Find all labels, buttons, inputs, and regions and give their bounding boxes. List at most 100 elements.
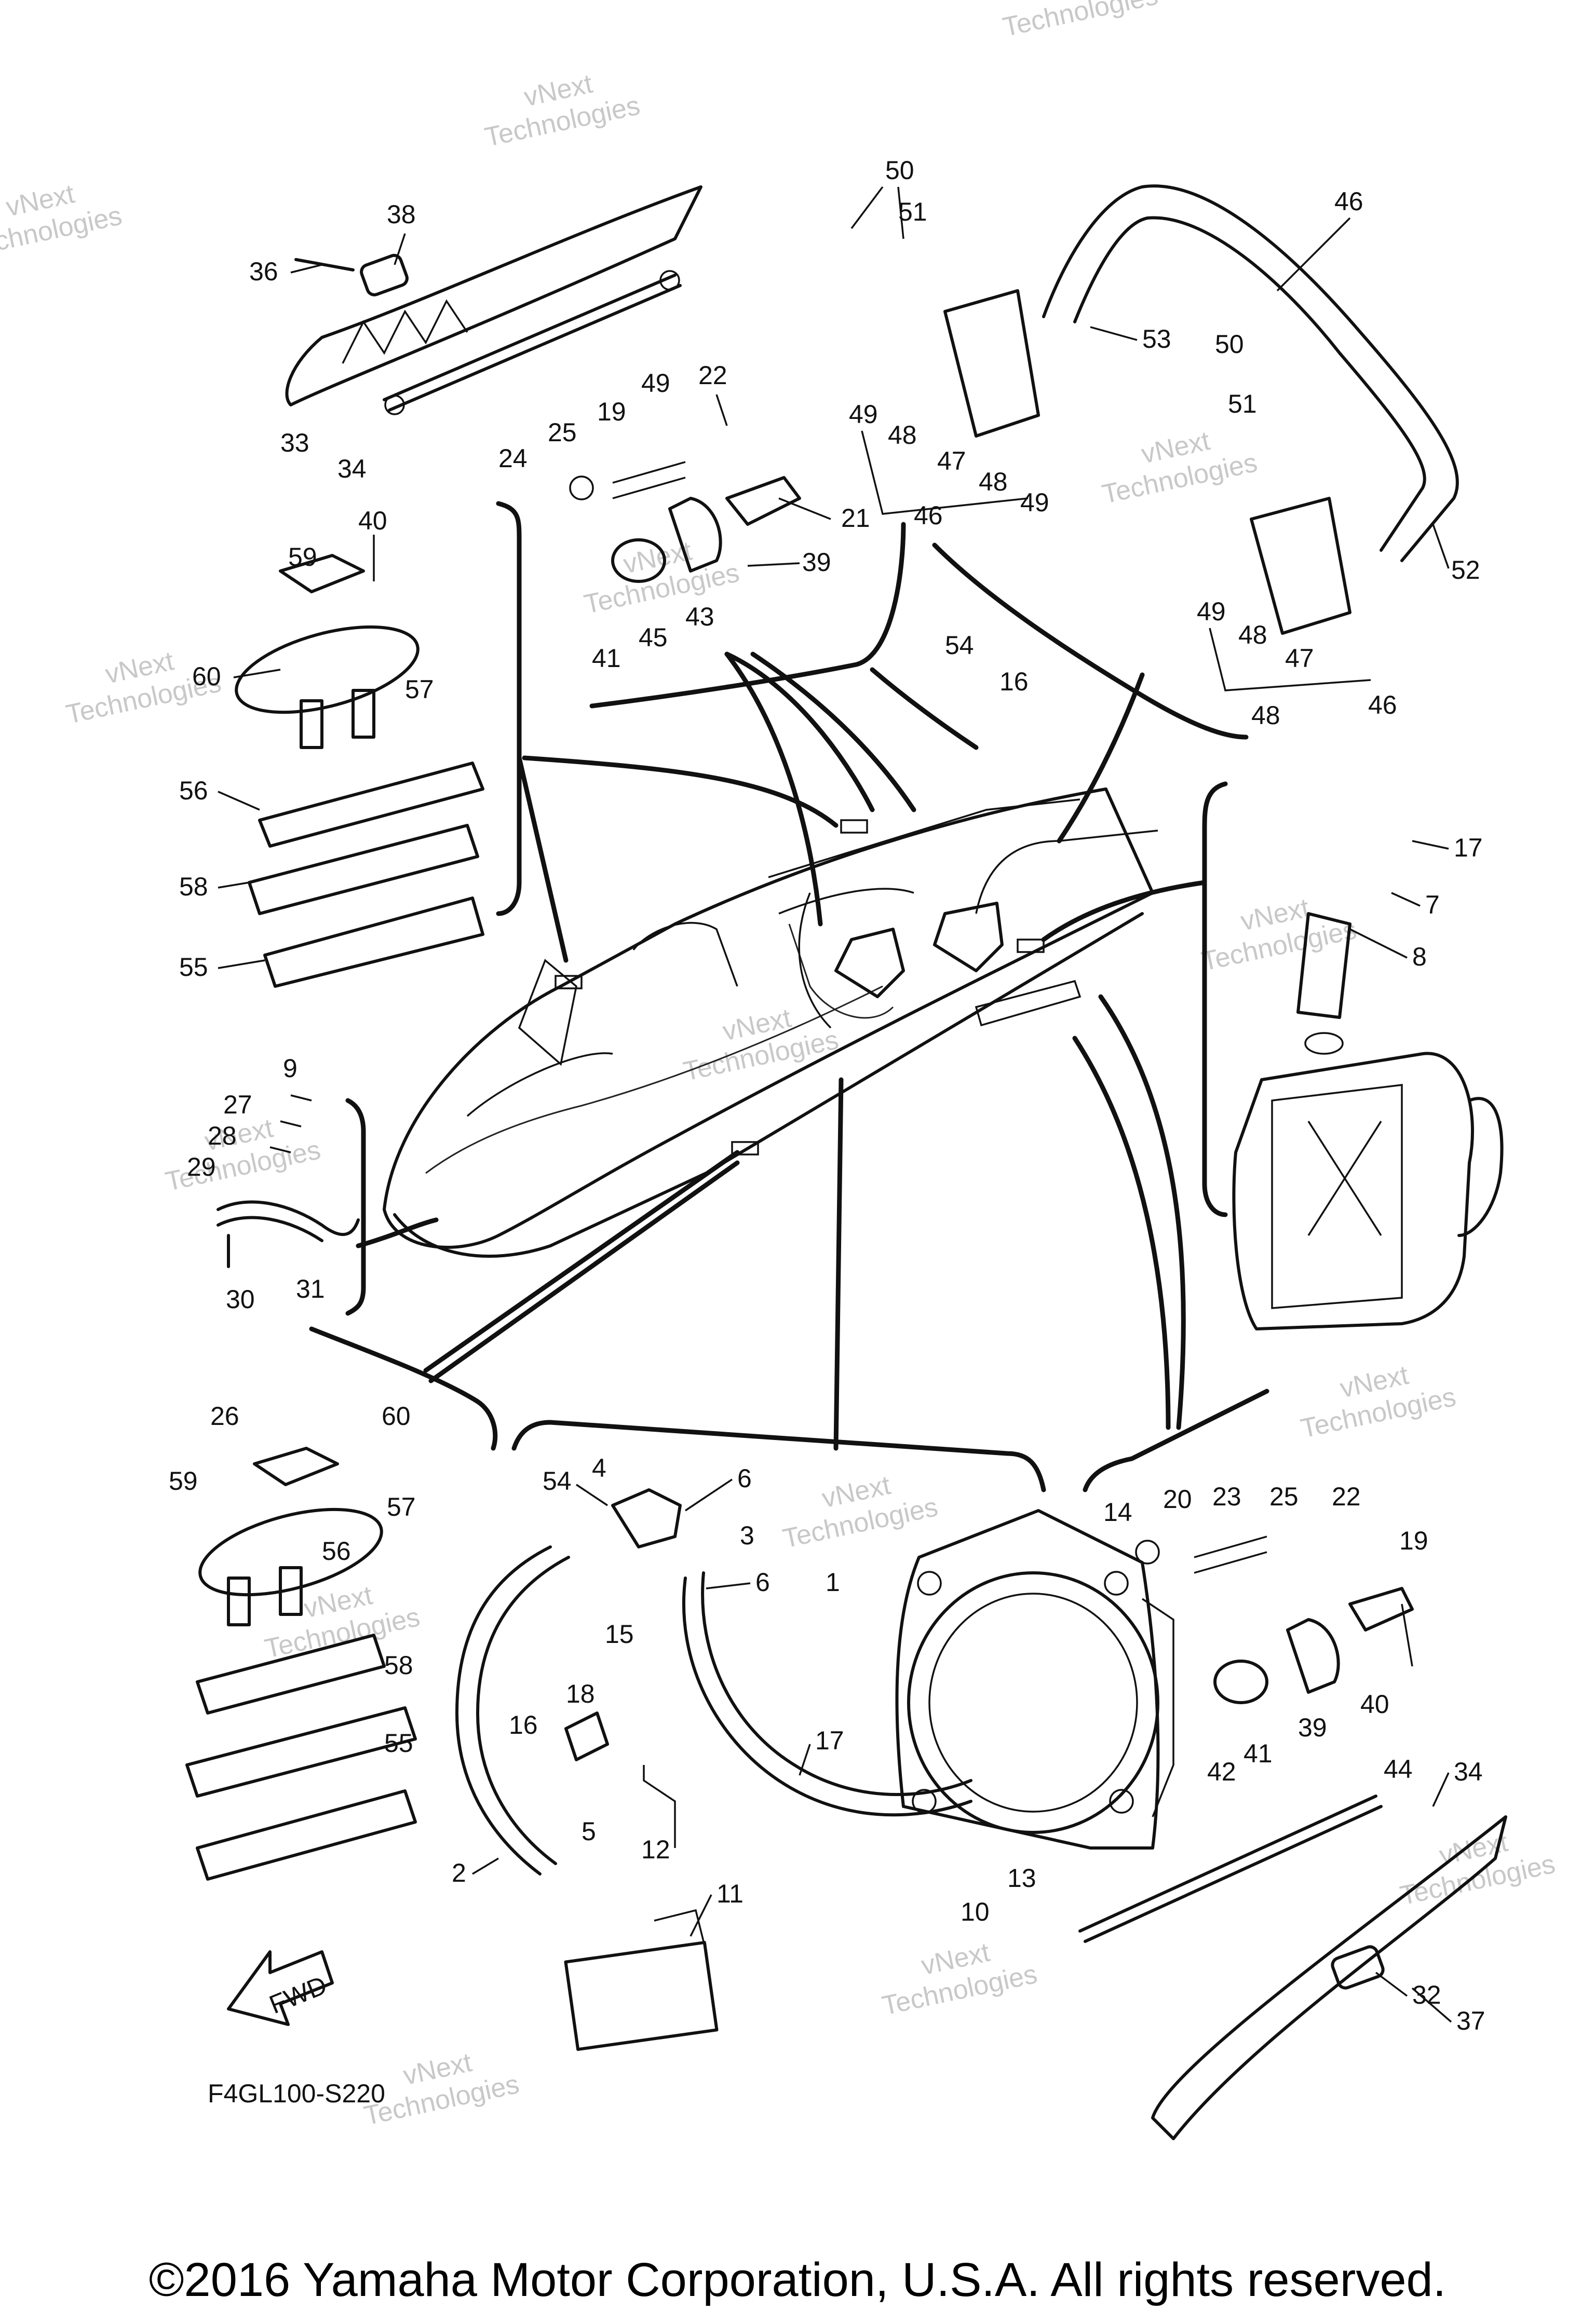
watermark-tile: vNext Technologies	[1398, 1827, 1558, 1911]
callout-40: 43	[685, 602, 714, 631]
callout-21: 24	[498, 444, 528, 473]
callout-52: 52	[1451, 555, 1480, 585]
callout-50: 50	[1215, 330, 1244, 359]
callout-59: 40	[358, 506, 387, 535]
callout-7: 17	[1454, 833, 1483, 862]
callout-3: 6	[737, 1464, 752, 1493]
watermark-tile: vNext Technologies	[0, 179, 125, 263]
watermark-tile: vNext Technologies	[880, 1937, 1040, 2021]
callout-19: 22	[698, 361, 727, 390]
callout-39: 19	[1399, 1526, 1428, 1555]
watermark-tile: vNext Technologies	[1000, 0, 1160, 43]
callout-31: 30	[226, 1285, 255, 1314]
watermark-text: Technologies	[1000, 0, 1160, 43]
callout-1: 6	[755, 1568, 770, 1597]
callout-17: 16	[509, 1710, 538, 1739]
callout-2: 17	[815, 1726, 844, 1755]
callout-41: 39	[802, 548, 831, 577]
callout-28: 27	[223, 1090, 252, 1119]
callout-49: 49	[849, 400, 878, 429]
callout-18: 15	[605, 1620, 634, 1649]
engine-mount-plate-illustration	[895, 1509, 1174, 1850]
callout-24: 25	[548, 418, 577, 447]
forward-direction-arrow: FWD	[227, 1950, 334, 2026]
callout-37: 32	[1412, 1980, 1441, 2009]
callout-56: 57	[387, 1492, 416, 1521]
callout-57: 60	[192, 662, 221, 691]
hose-illustrations	[455, 1488, 972, 2051]
watermark-layer: vNext Technologies vNext Technologies vN…	[0, 0, 1558, 2131]
callout-47: 47	[937, 446, 966, 475]
callout-51: 51	[898, 197, 927, 226]
callout-48: 48	[979, 467, 1008, 496]
callout-42: 41	[1243, 1739, 1273, 1768]
callout-8: 7	[1425, 890, 1440, 919]
rear-grab-handle-illustration	[943, 184, 1459, 635]
figure-code: F4GL100-S220	[208, 2079, 385, 2108]
callout-leader-lines	[218, 186, 1452, 2023]
callout-58: 56	[322, 1537, 351, 1566]
leader-arrows	[356, 651, 1207, 1451]
watermark-tile: vNext Technologies	[1100, 426, 1260, 510]
callout-38: 38	[387, 200, 416, 229]
callout-39: 21	[841, 504, 870, 533]
callout-55: 58	[384, 1651, 413, 1680]
copyright-notice: ©2016 Yamaha Motor Corporation, U.S.A. A…	[148, 2253, 1447, 2306]
callout-36: 36	[249, 257, 278, 286]
callout-17: 16	[999, 667, 1029, 696]
callout-25: 19	[597, 397, 626, 426]
section-brackets	[309, 501, 1269, 1492]
callout-14: 13	[1007, 1864, 1036, 1893]
callout-54: 55	[179, 953, 208, 982]
callout-5: 2	[452, 1858, 466, 1887]
callout-22: 25	[1269, 1482, 1299, 1511]
callout-48: 48	[1238, 620, 1267, 649]
callout-41: 40	[1360, 1690, 1389, 1719]
callout-57: 59	[169, 1466, 198, 1496]
rear-rail-assembly-illustration	[1078, 1795, 1507, 2140]
callout-55: 58	[179, 872, 208, 901]
callout-12: 5	[582, 1817, 596, 1846]
callout-44: 42	[1207, 1757, 1236, 1786]
callout-47: 47	[1285, 644, 1314, 673]
callout-4: 54	[543, 1466, 572, 1496]
watermark-tile: vNext Technologies	[1199, 893, 1359, 977]
callout-30: 29	[187, 1152, 216, 1181]
callout-10: 11	[717, 1879, 744, 1908]
callout-35: 37	[1456, 2006, 1485, 2035]
callout-49: 49	[1197, 597, 1226, 626]
callout-60: 26	[210, 1402, 239, 1431]
callout-51: 51	[1228, 389, 1257, 418]
callout-49: 46	[1368, 690, 1397, 719]
jet-pump-housing-illustration	[1232, 912, 1504, 1330]
callout-9: 8	[1412, 942, 1427, 971]
hardware-set-lower-illustration	[1135, 1535, 1414, 1704]
watermark-tile: vNext Technologies	[482, 69, 643, 153]
callout-20: 14	[1103, 1498, 1132, 1527]
callout-15: 1	[826, 1568, 840, 1597]
callout-60: 59	[288, 542, 317, 572]
callout-50: 50	[885, 156, 914, 185]
fwd-label: FWD	[265, 1970, 331, 2020]
callout-53: 53	[1142, 324, 1171, 354]
bracket-26-illustration	[217, 1094, 360, 1268]
callout-6: 3	[740, 1521, 754, 1550]
callout-22: 49	[641, 369, 670, 398]
callout-23: 20	[1163, 1485, 1192, 1514]
callout-27: 9	[283, 1054, 298, 1083]
callout-25: 23	[1212, 1482, 1241, 1511]
callout-32: 34	[1454, 1757, 1483, 1786]
callout-46: 48	[1251, 701, 1280, 730]
callout-54: 55	[384, 1729, 413, 1758]
callout-56: 57	[405, 675, 434, 704]
callout-40: 39	[1298, 1713, 1327, 1742]
callout-43: 45	[639, 623, 668, 652]
callout-34: 44	[1384, 1755, 1413, 1784]
callout-26: 31	[296, 1274, 325, 1303]
callout-48: 48	[888, 420, 917, 450]
callout-49: 49	[1020, 488, 1049, 517]
cleat-assembly-lower-illustration	[185, 1447, 417, 1881]
cleat-assembly-upper-illustration	[235, 554, 484, 988]
